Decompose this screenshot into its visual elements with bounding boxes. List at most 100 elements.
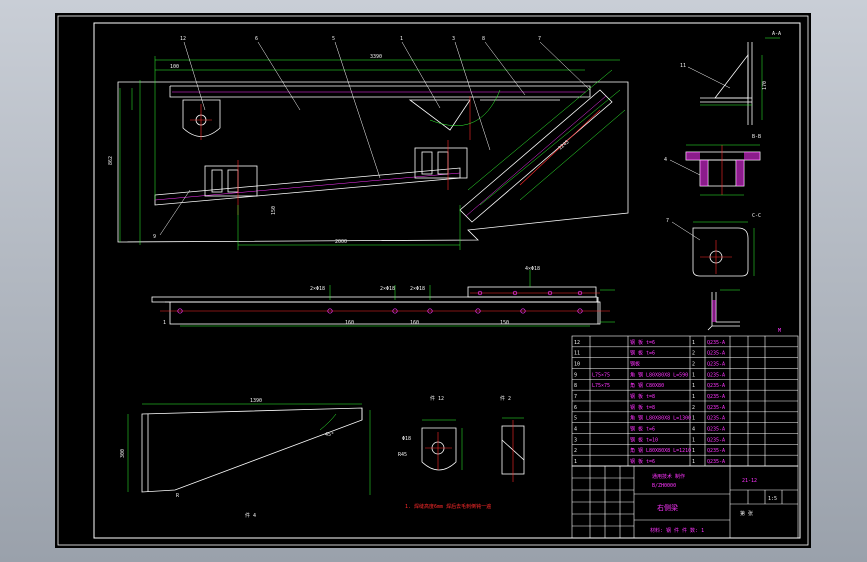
side-plate-outline	[117, 81, 629, 243]
parts-cell: Q235-A	[707, 459, 725, 465]
parts-cell: 1	[574, 459, 577, 465]
parts-cell: Q235-A	[707, 427, 725, 433]
section-b-dims	[686, 144, 760, 196]
svg-text:170: 170	[762, 81, 768, 90]
parts-cell: 钢 板 t=8	[630, 404, 655, 411]
gusset-part-no: 件 4	[245, 512, 256, 519]
parts-cell: Q235-A	[707, 416, 725, 422]
svg-text:100: 100	[170, 64, 179, 70]
parts-cell: 5	[574, 416, 577, 422]
parts-cell: 3	[574, 437, 577, 443]
parts-cell: 钢 板 t=10	[630, 436, 658, 443]
parts-cell: 2	[574, 448, 577, 454]
svg-text:6: 6	[255, 36, 258, 42]
parts-cell: 1	[692, 448, 695, 454]
parts-cell: L75×75	[592, 383, 610, 389]
drawing-name: 右侧梁	[657, 503, 678, 512]
section-a-title: A-A	[772, 31, 781, 37]
plan-strip-holes	[177, 290, 583, 314]
svg-text:150: 150	[271, 206, 277, 215]
parts-cell: 11	[574, 351, 580, 357]
part-leaders	[159, 41, 591, 236]
revision-mark: M	[778, 328, 781, 334]
plan-strip-view	[151, 286, 601, 325]
parts-cell: 钢 板 t=8	[630, 393, 655, 400]
parts-cell: Q235-A	[707, 405, 725, 411]
parts-cell: 钢 板 t=6	[630, 350, 655, 357]
parts-cell: 角 钢 L80X80X8 L=1300	[630, 415, 691, 422]
main-side-view	[117, 81, 629, 243]
svg-text:150: 150	[500, 320, 509, 326]
parts-cell: 1	[692, 340, 695, 346]
detail-c-labels: C-C 7	[666, 213, 761, 224]
parts-cell: 4	[692, 427, 695, 433]
section-b-labels: B-B 4	[664, 134, 761, 163]
drawing-scale: 1:5	[768, 496, 777, 502]
svg-text:862: 862	[108, 156, 114, 165]
parts-cell: Q235-A	[707, 383, 725, 389]
parts-cell: 角 钢 L80X80X8 L=590	[630, 371, 688, 378]
svg-text:1390: 1390	[250, 398, 262, 404]
model-space	[55, 13, 811, 548]
svg-text:2×Φ18: 2×Φ18	[410, 286, 425, 292]
parts-cell: 1	[692, 437, 695, 443]
material-line: 材料: 钢 件 件 数: 1	[650, 527, 704, 534]
svg-text:件 12: 件 12	[430, 395, 444, 402]
lug-text: 件 12 件 2 Φ18 R45	[398, 395, 511, 458]
svg-text:4: 4	[664, 157, 667, 163]
parts-cell: 钢板	[630, 361, 640, 368]
parts-cell: Q235-A	[707, 340, 725, 346]
svg-text:3: 3	[452, 36, 455, 42]
gusset-dims	[127, 403, 371, 495]
svg-text:1: 1	[163, 320, 166, 326]
parts-cell: L75×75	[592, 372, 610, 378]
svg-text:R: R	[176, 493, 180, 499]
parts-cell: 1	[692, 416, 695, 422]
parts-cell: 9	[574, 372, 577, 378]
parts-cell: 钢 板 t=6	[630, 426, 655, 433]
svg-text:5: 5	[332, 36, 335, 42]
parts-cell: 7	[574, 394, 577, 400]
svg-text:2×Φ18: 2×Φ18	[310, 286, 325, 292]
parts-cell: 8	[574, 383, 577, 389]
svg-text:7: 7	[538, 36, 541, 42]
svg-text:R45: R45	[398, 452, 407, 458]
company-line-1: 通用技术 制作	[652, 473, 685, 480]
svg-text:2000: 2000	[335, 239, 347, 245]
svg-text:4×Φ18: 4×Φ18	[525, 266, 540, 272]
gusset-plate-view	[141, 407, 363, 493]
svg-text:件 4: 件 4	[245, 512, 256, 519]
parts-cell: Q235-A	[707, 372, 725, 378]
section-a-dims	[700, 37, 780, 120]
section-a-labels: A-A 11 170	[680, 31, 781, 90]
parts-cell: 6	[574, 405, 577, 411]
lug-dims	[422, 417, 524, 470]
parts-cell: Q235-A	[707, 448, 725, 454]
svg-text:8: 8	[482, 36, 485, 42]
svg-text:件 2: 件 2	[500, 395, 511, 402]
svg-text:1: 1	[400, 36, 403, 42]
section-b-title: B-B	[752, 134, 761, 140]
parts-cell: 1	[692, 372, 695, 378]
parts-cell: Q235-A	[707, 394, 725, 400]
svg-text:3390: 3390	[370, 54, 382, 60]
parts-cell: 12	[574, 340, 580, 346]
svg-text:12: 12	[180, 36, 186, 42]
company-line-2: B/ZH0000	[652, 483, 676, 489]
technical-note: 1. 焊缝高度6mm 焊后去毛刺倒钝一遍	[405, 503, 491, 510]
gusset-text: 1390 300 45° R	[120, 398, 334, 499]
parts-cell: 10	[574, 362, 580, 368]
parts-cell: 4	[574, 427, 577, 433]
sheet-indicator: 第 张	[740, 510, 753, 517]
svg-text:2×Φ18: 2×Φ18	[380, 286, 395, 292]
plan-strip-dims	[180, 270, 615, 327]
svg-text:45°: 45°	[325, 432, 334, 438]
parts-cell: Q235-A	[707, 351, 725, 357]
parts-cell: Q235-A	[707, 362, 725, 368]
section-c-title: C-C	[752, 213, 761, 219]
main-view-dimensions	[119, 56, 626, 250]
